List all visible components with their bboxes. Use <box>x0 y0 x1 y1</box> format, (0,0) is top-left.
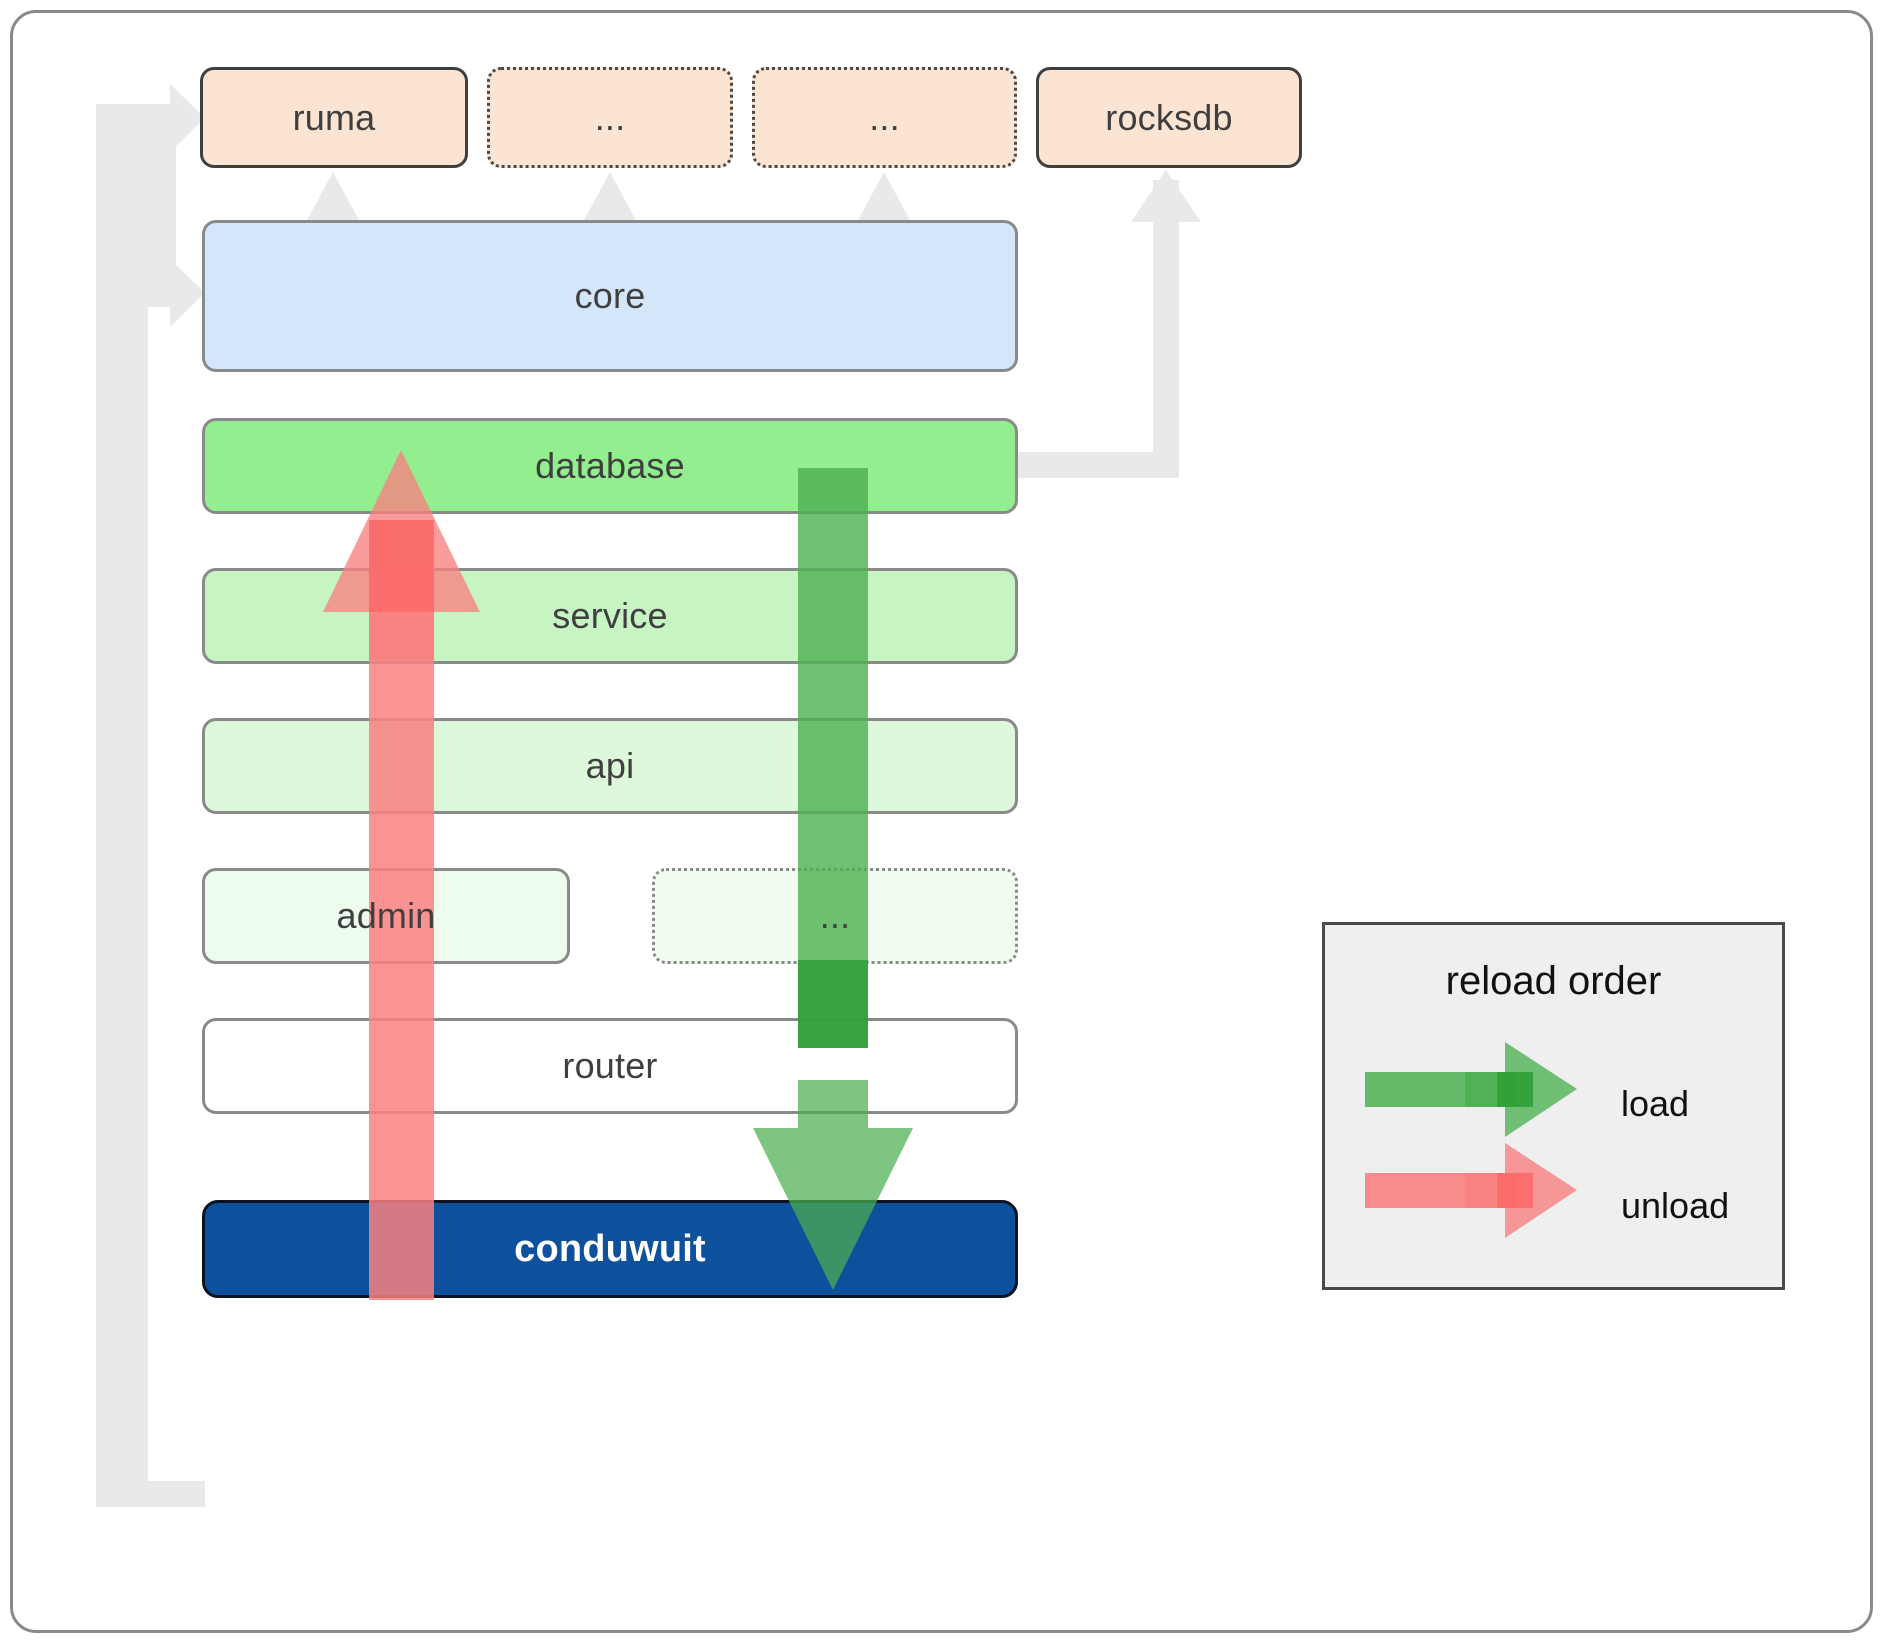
crate-box-api[interactable]: api <box>202 718 1018 814</box>
dependency-box-more-2[interactable]: ... <box>752 67 1017 168</box>
legend-label-load: load <box>1621 1083 1690 1124</box>
legend-panel: reload order load unload <box>1322 922 1785 1290</box>
crate-label: router <box>562 1045 658 1086</box>
crate-label: api <box>585 745 635 786</box>
crate-box-service[interactable]: service <box>202 568 1018 664</box>
dependency-label: rocksdb <box>1105 96 1233 138</box>
dependency-box-ruma[interactable]: ruma <box>200 67 468 168</box>
dependency-label: ruma <box>292 96 376 138</box>
core-label: core <box>574 275 646 316</box>
binary-label: conduwuit <box>514 1227 706 1270</box>
legend-arrow-swatches <box>1365 1042 1577 1238</box>
core-box[interactable]: core <box>202 220 1018 372</box>
legend-label-unload: unload <box>1621 1185 1730 1226</box>
crate-label: database <box>535 445 685 486</box>
dependency-box-rocksdb[interactable]: rocksdb <box>1036 67 1302 168</box>
dependency-label: ... <box>594 96 626 138</box>
crate-box-more[interactable]: ... <box>652 868 1018 964</box>
crate-label: service <box>552 595 668 636</box>
crate-box-router[interactable]: router <box>202 1018 1018 1114</box>
legend-swatch-unload <box>1365 1143 1577 1238</box>
legend-title: reload order <box>1445 959 1662 1003</box>
crate-label: ... <box>819 895 851 936</box>
legend-swatch-load <box>1365 1042 1577 1137</box>
dependency-box-more-1[interactable]: ... <box>487 67 733 168</box>
crate-label: admin <box>336 895 436 936</box>
dependency-label: ... <box>869 96 900 138</box>
crate-box-database[interactable]: database <box>202 418 1018 514</box>
crate-box-admin[interactable]: admin <box>202 868 570 964</box>
binary-box-conduwuit[interactable]: conduwuit <box>202 1200 1018 1298</box>
